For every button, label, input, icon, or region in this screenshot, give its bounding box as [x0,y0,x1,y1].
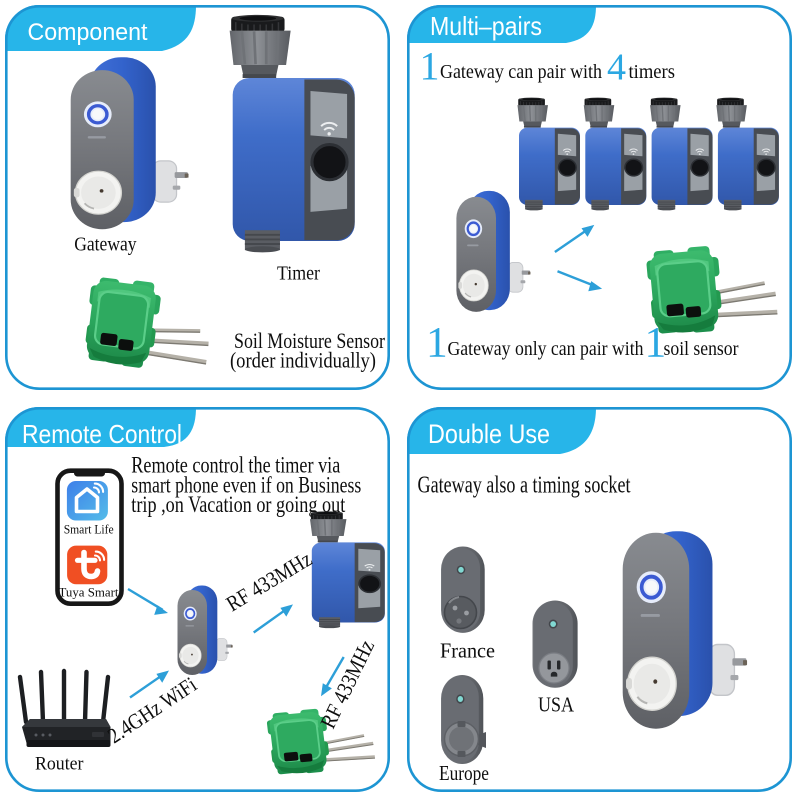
svg-text:(order individually): (order individually) [230,348,376,373]
svg-text:Component: Component [28,19,148,46]
svg-text:Router: Router [35,755,84,775]
svg-text:RF 433MHz: RF 433MHz [222,546,316,616]
svg-text:Gateway also a timing socket: Gateway also a timing socket [418,473,631,499]
svg-text:Remote control the timer via: Remote control the timer via [131,452,340,478]
svg-text:France: France [440,639,495,663]
svg-text:Gateway only can pair with: Gateway only can pair with [448,339,644,360]
svg-text:1: 1 [420,43,440,88]
svg-text:Gateway: Gateway [74,234,136,256]
svg-text:soil sensor: soil sensor [664,339,739,360]
svg-text:1: 1 [645,319,667,367]
svg-text:Remote Control: Remote Control [22,419,182,449]
svg-text:USA: USA [538,693,575,717]
svg-text:Smart Life: Smart Life [64,523,114,537]
svg-text:Multi–pairs: Multi–pairs [430,11,542,41]
svg-text:Europe: Europe [439,761,489,785]
svg-text:Soil Moisture Sensor: Soil Moisture Sensor [234,328,385,353]
svg-text:Timer: Timer [277,263,320,285]
svg-text:1: 1 [426,319,448,367]
svg-text:timers: timers [629,62,676,83]
svg-text:trip ,on Vacation or going out: trip ,on Vacation or going out [131,492,345,518]
svg-text:RF 433MHz: RF 433MHz [315,636,379,733]
svg-text:smart phone even if on Busines: smart phone even if on Business [131,473,361,499]
svg-text:Tuya Smart: Tuya Smart [59,586,120,600]
svg-text:4: 4 [607,46,626,88]
svg-text:Gateway can pair with: Gateway can pair with [440,62,602,83]
svg-text:Double Use: Double Use [428,419,550,449]
